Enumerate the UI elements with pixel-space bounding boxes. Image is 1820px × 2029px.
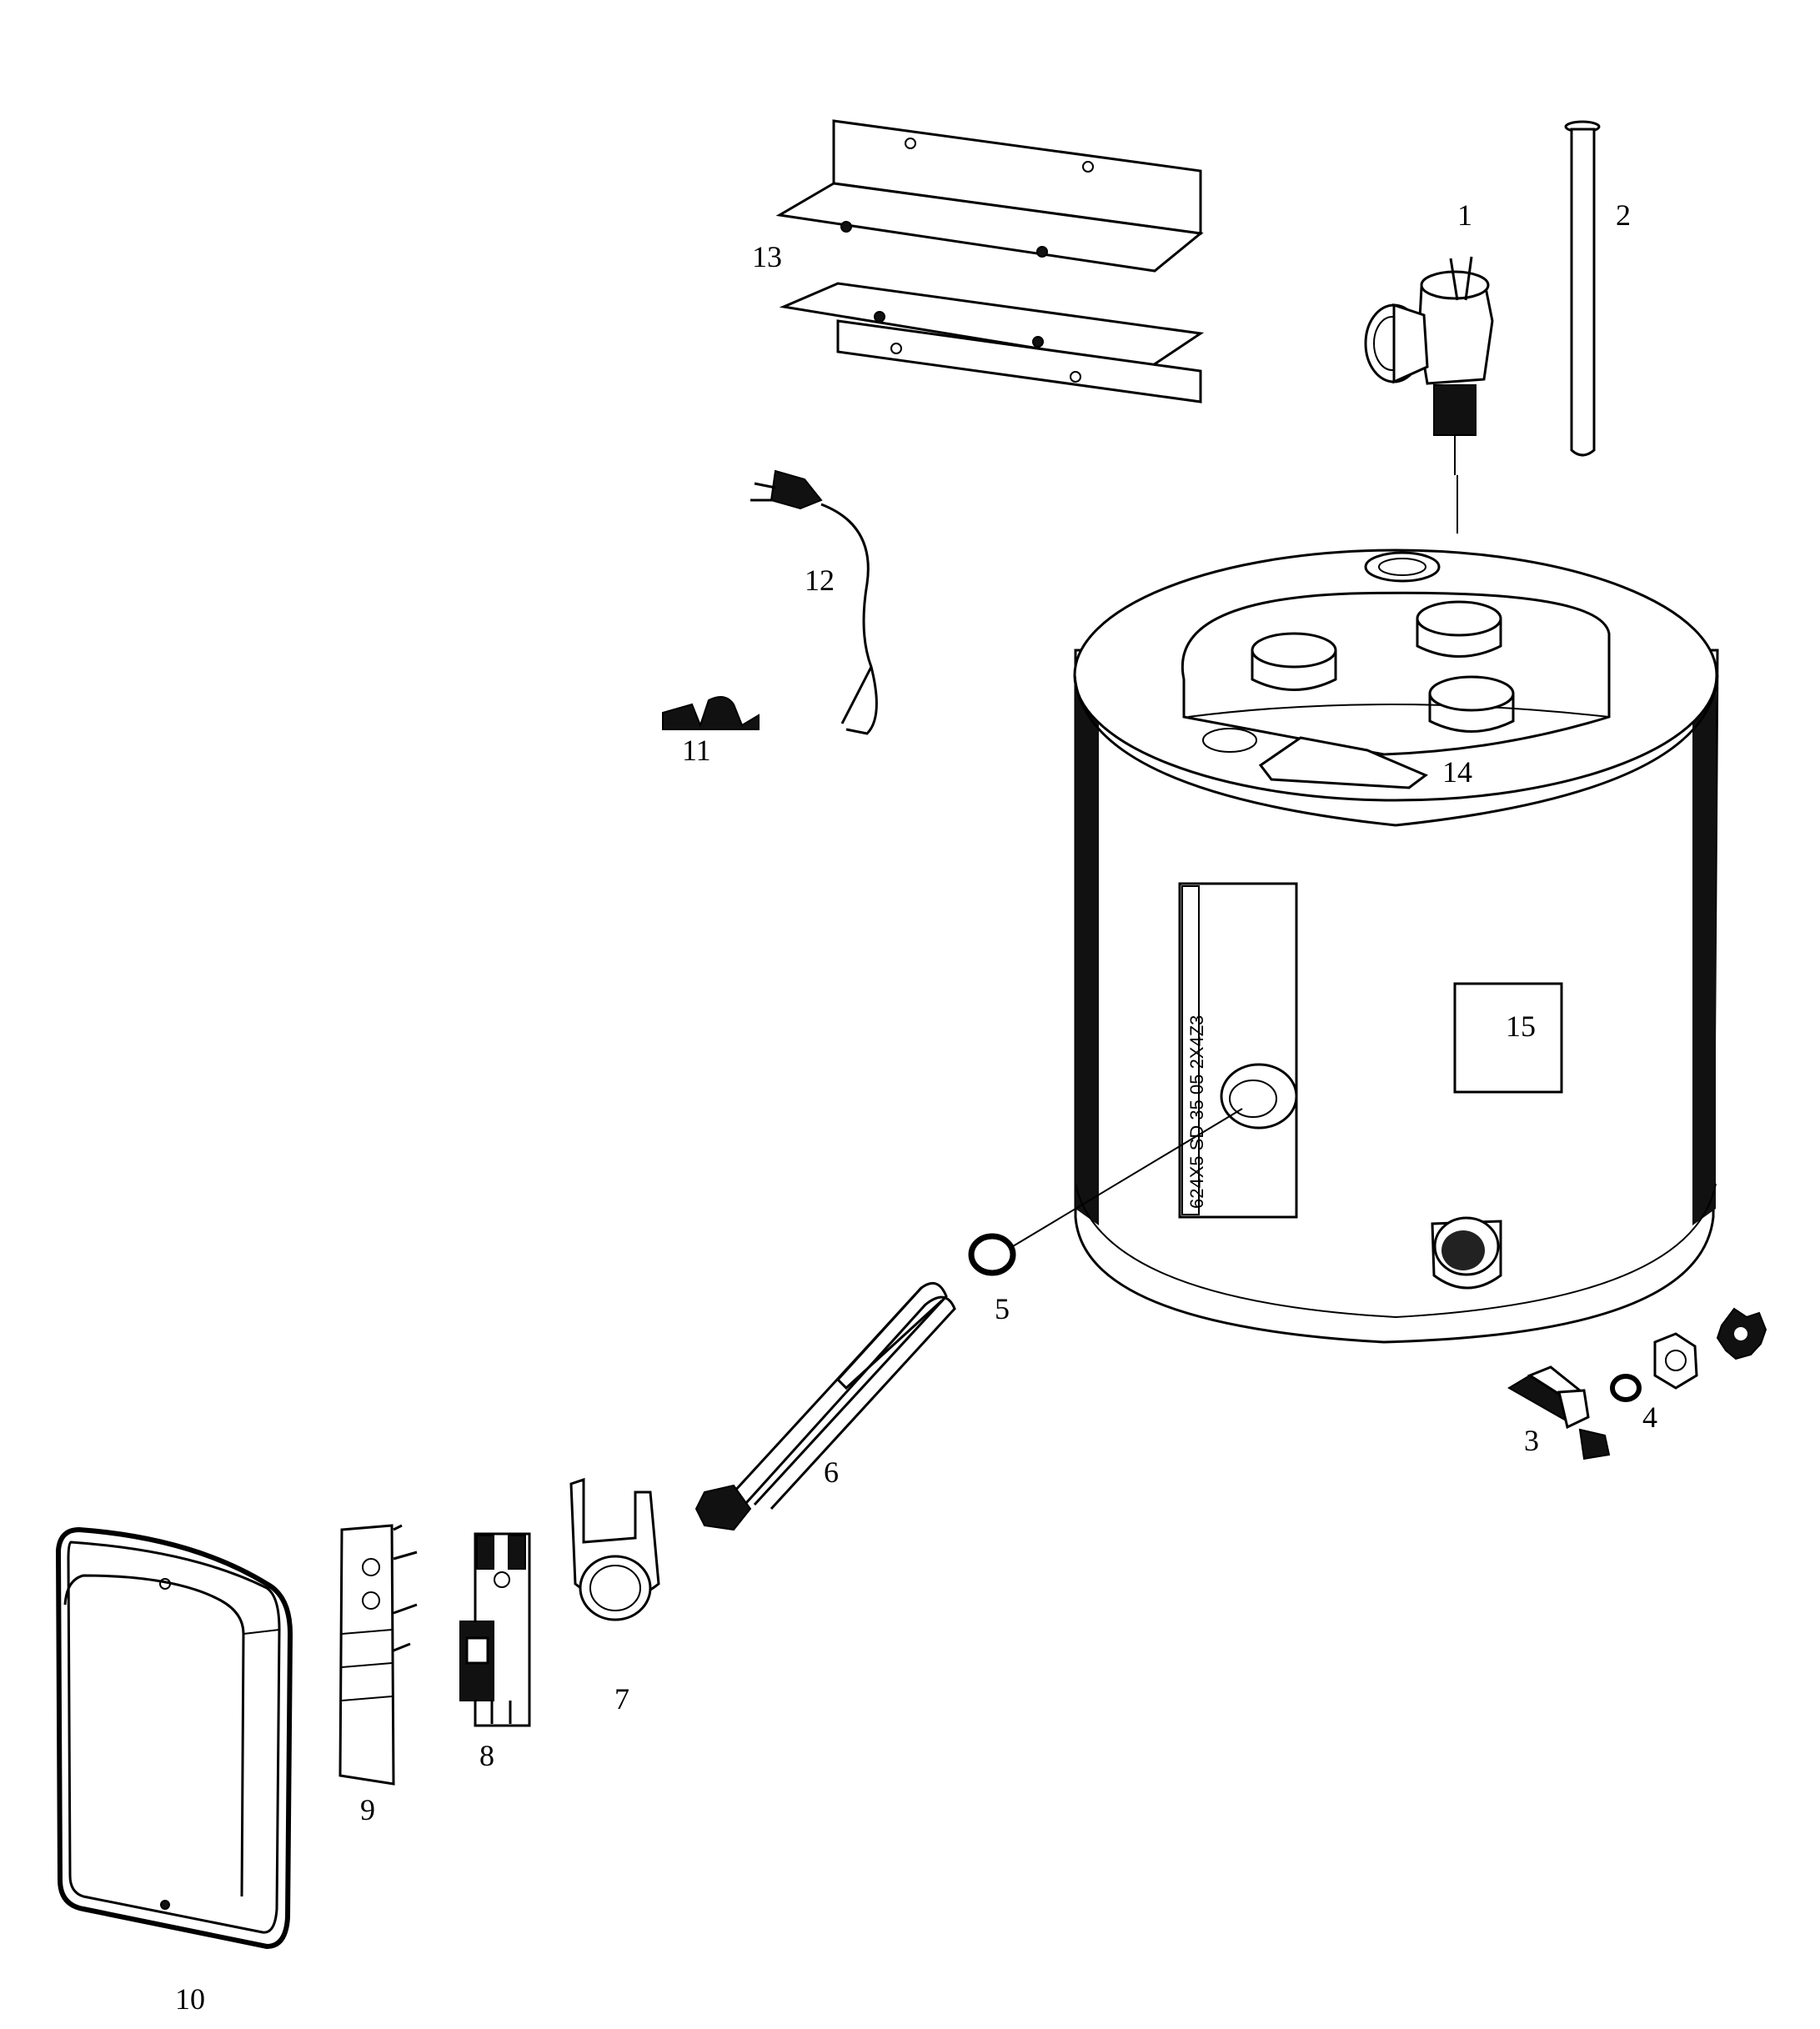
- label-8: 8: [479, 1739, 494, 1772]
- element-bracket: 7: [569, 1477, 660, 1716]
- gasket: 5: [968, 1233, 1016, 1325]
- label-3: 3: [1524, 1424, 1539, 1457]
- discharge-tube: 2: [1564, 120, 1631, 457]
- drain-hardware: 4: [1610, 1307, 1767, 1434]
- heating-element: 6: [694, 1281, 956, 1531]
- power-cord: 12: [750, 469, 878, 735]
- label-15: 15: [1506, 1009, 1536, 1043]
- label-12: 12: [805, 564, 835, 597]
- label-6: 6: [824, 1455, 839, 1489]
- label-10: 10: [175, 1982, 205, 2016]
- top-access-cover: [1258, 736, 1428, 789]
- label-14: 14: [1442, 755, 1472, 789]
- element-port: [1220, 1063, 1298, 1130]
- drain-port: [1431, 1216, 1502, 1290]
- mounting-brackets: 13: [752, 119, 1205, 403]
- label-2: 2: [1616, 198, 1631, 232]
- top-fitting-inlet: [1416, 600, 1502, 658]
- label-11: 11: [682, 734, 711, 767]
- label-7: 7: [614, 1682, 629, 1716]
- top-fitting-outlet: [1251, 632, 1337, 691]
- water-heater-tank: 624X5 SD 35 05 2X4Z3: [1073, 549, 1719, 1344]
- label-5: 5: [995, 1292, 1010, 1325]
- label-1: 1: [1457, 198, 1472, 232]
- rating-plate-stamp: 624X5 SD 35 05 2X4Z3: [1186, 1015, 1207, 1209]
- label-13: 13: [752, 240, 782, 273]
- top-fitting-third: [1428, 675, 1515, 733]
- label-15-panel: [1453, 982, 1563, 1094]
- relief-valve-port: [1364, 551, 1441, 583]
- top-small-opening: [1202, 728, 1257, 753]
- access-cover: 10: [55, 1526, 293, 2016]
- thermostat: 8: [459, 1532, 531, 1772]
- drain-valve: 3: [1507, 1365, 1611, 1460]
- label-9: 9: [360, 1793, 375, 1826]
- relief-valve: 1: [1364, 198, 1494, 475]
- terminal-plate: 9: [338, 1524, 418, 1826]
- label-4: 4: [1642, 1400, 1657, 1434]
- cable-clamp: 11: [662, 696, 760, 767]
